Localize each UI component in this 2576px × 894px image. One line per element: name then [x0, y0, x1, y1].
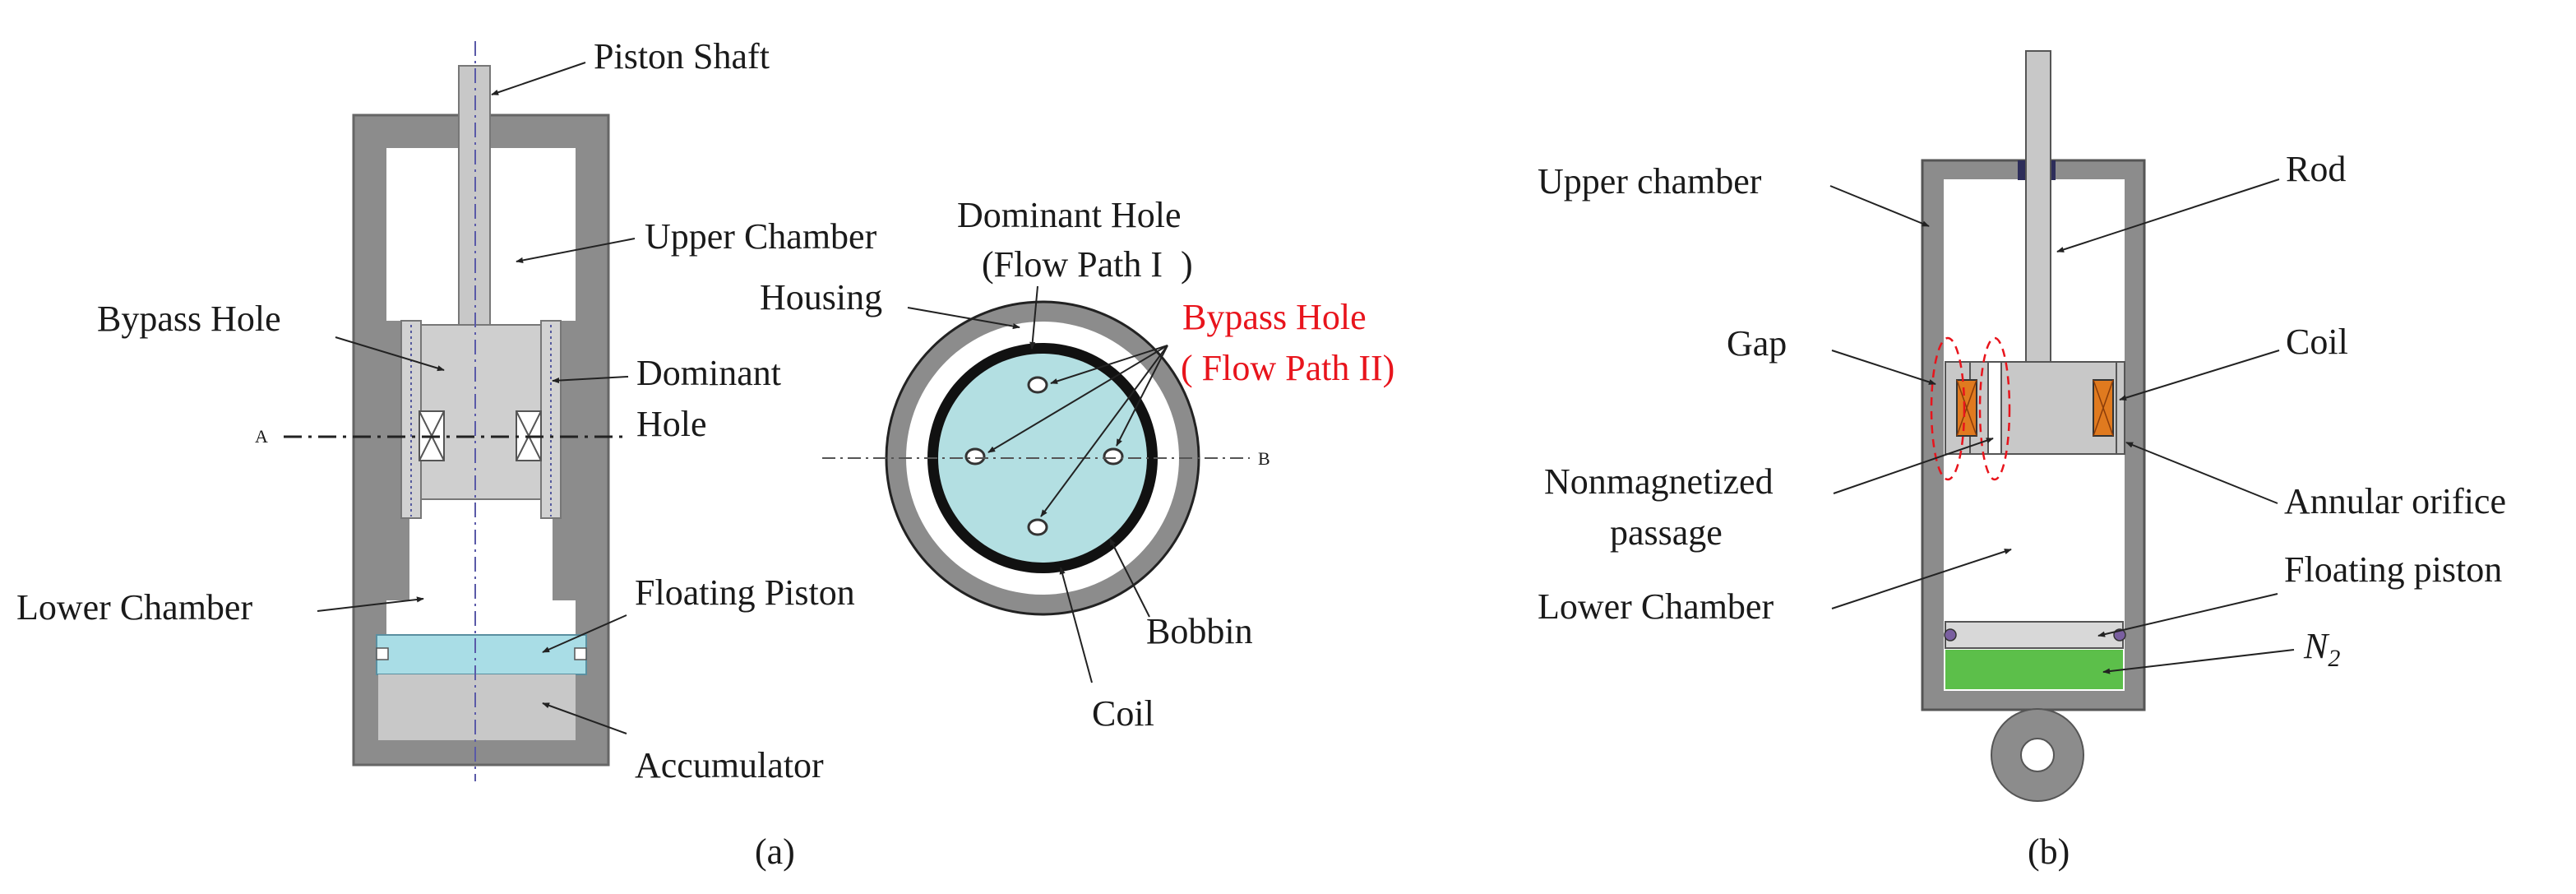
- label-housing-cs: Housing: [760, 277, 882, 317]
- caption-b: (b): [2028, 831, 2070, 872]
- label-nonmagnetized-b-2: passage: [1610, 512, 1723, 553]
- hole-left: [964, 447, 986, 466]
- accumulator-a: [378, 674, 576, 740]
- floating-piston-b: [1945, 621, 2124, 649]
- label-coil-cs: Coil: [1092, 693, 1154, 734]
- panel-a-cross-section: B Dominant Hole (Flow Path I ) Housing B…: [760, 195, 1394, 734]
- section-label-a: A: [255, 426, 268, 447]
- label-dominant-hole-a-1: Dominant: [636, 353, 781, 393]
- nitrogen-chamber-b: [1945, 650, 2123, 689]
- section-label-b: B: [1258, 448, 1270, 469]
- floating-piston-a: [376, 634, 587, 675]
- hole-top: [1027, 376, 1048, 394]
- cross-section-bobbin: [938, 354, 1147, 563]
- hole-right: [1103, 447, 1124, 466]
- label-coil-b: Coil: [2286, 322, 2348, 362]
- label-floating-piston-a: Floating Piston: [635, 572, 855, 613]
- gap-outline-right: [1978, 336, 2011, 481]
- label-dominant-hole-cs-1: Dominant Hole: [957, 195, 1182, 235]
- label-nonmagnetized-b-1: Nonmagnetized: [1544, 461, 1774, 502]
- label-bypass-hole-cs-1: Bypass Hole: [1182, 297, 1367, 337]
- label-n2-b: N2: [2303, 626, 2340, 672]
- label-upper-chamber-a: Upper Chamber: [645, 216, 877, 257]
- label-piston-shaft: Piston Shaft: [594, 36, 770, 76]
- label-floating-piston-b: Floating piston: [2284, 549, 2502, 590]
- label-bobbin-cs: Bobbin: [1146, 611, 1253, 651]
- panel-b-damper: Upper chamber Rod Gap Coil Nonmagnetized…: [1538, 50, 2506, 802]
- gap-outline-left: [1930, 336, 1966, 481]
- hole-bottom: [1027, 518, 1048, 536]
- label-dominant-hole-a-2: Hole: [636, 404, 707, 444]
- label-accumulator-a: Accumulator: [635, 745, 824, 785]
- label-annular-orifice-b: Annular orifice: [2284, 481, 2506, 521]
- caption-a: (a): [755, 831, 795, 872]
- label-upper-chamber-b: Upper chamber: [1538, 161, 1762, 201]
- label-rod-b: Rod: [2286, 149, 2346, 189]
- panel-a-damper: A Piston Shaft Upper Chamber Bypass Hole…: [16, 36, 877, 785]
- label-lower-chamber-a: Lower Chamber: [16, 587, 252, 628]
- label-gap-b: Gap: [1727, 323, 1787, 364]
- label-bypass-hole-cs-2: ( Flow Path II): [1181, 348, 1394, 388]
- label-lower-chamber-b: Lower Chamber: [1538, 586, 1774, 627]
- label-dominant-hole-cs-2: (Flow Path I ): [982, 244, 1193, 285]
- label-bypass-hole-a: Bypass Hole: [97, 299, 281, 339]
- rod-b: [2025, 50, 2051, 364]
